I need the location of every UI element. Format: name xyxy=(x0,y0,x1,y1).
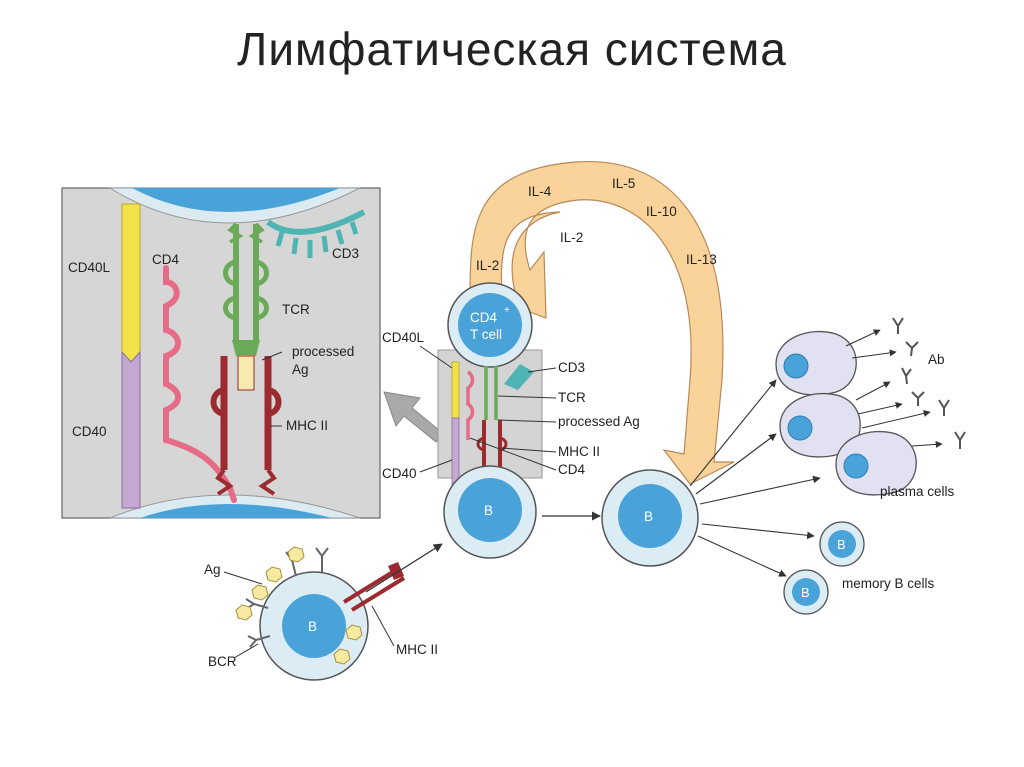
cytokine-il13: IL-13 xyxy=(686,252,717,267)
naive-b-label: B xyxy=(308,619,317,634)
plasma-cell xyxy=(775,330,857,396)
inset-cd40l-label: CD40L xyxy=(68,260,111,275)
mhc2-molecule xyxy=(210,355,282,496)
antibody-label: Ab xyxy=(928,352,945,367)
synapse-processed-ag-label: processed Ag xyxy=(558,414,640,429)
t-cell-cd4-label: CD4 xyxy=(470,310,497,325)
cytokine-il2-inner: IL-2 xyxy=(560,230,583,245)
t-cell-tcell-label: T cell xyxy=(470,327,502,342)
inset-ag-label: Ag xyxy=(292,362,309,377)
memory-cells-label: memory B cells xyxy=(842,576,935,591)
antibody-icons xyxy=(892,317,966,449)
synapse-group: CD4 + T cell B CD40L CD40 CD3 TCR proces… xyxy=(382,282,640,559)
plasma-cells-label: plasma cells xyxy=(880,484,955,499)
inset-panel: CD40L CD4 CD3 TCR processed Ag MHC II CD… xyxy=(61,187,381,519)
memory-b2-label: B xyxy=(801,585,810,600)
plasma-cells-group: Ab plasma cells xyxy=(775,317,966,499)
synapse-mhc2-label: MHC II xyxy=(558,444,600,459)
plasma-cell xyxy=(779,392,861,458)
synapse-cd3-label: CD3 xyxy=(558,360,585,375)
synapse-cd4-label: CD4 xyxy=(558,462,585,477)
t-cell-plus-label: + xyxy=(504,305,510,316)
inset-tcr-label: TCR xyxy=(282,302,310,317)
arrow-naive-to-synapse xyxy=(365,543,443,593)
activated-b-nucleus xyxy=(618,484,682,548)
naive-ag-label: Ag xyxy=(204,562,221,577)
inset-mhc2-label: MHC II xyxy=(286,418,328,433)
zoom-arrow xyxy=(383,391,445,443)
differentiation-arrows xyxy=(689,379,821,577)
cd40l-molecule xyxy=(121,203,141,363)
naive-b-nucleus xyxy=(282,594,346,658)
cd4-molecule xyxy=(163,265,237,503)
memory-b1-label: B xyxy=(837,537,846,552)
synapse-b-label: B xyxy=(484,503,493,518)
plasma-cell xyxy=(835,430,917,496)
naive-bcr-label: BCR xyxy=(208,654,237,669)
synapse-tcr-label: TCR xyxy=(558,390,586,405)
cytokine-il4: IL-4 xyxy=(528,184,552,199)
slide-title: Лимфатическая система xyxy=(237,23,787,75)
inset-cd3-label: CD3 xyxy=(332,246,359,261)
memory-b-nucleus xyxy=(792,578,820,606)
memory-b-cells-group: B B memory B cells xyxy=(783,521,935,615)
activated-b-label: B xyxy=(644,509,653,524)
synapse-cd40-label: CD40 xyxy=(382,466,417,481)
naive-b-cell-group: B Ag BCR MHC II xyxy=(204,546,438,681)
inset-processed-label: processed xyxy=(292,344,354,359)
cd3-molecule xyxy=(266,209,366,258)
t-cell-nucleus xyxy=(458,293,522,357)
synapse-b-nucleus xyxy=(458,478,522,542)
cd40-molecule xyxy=(121,350,141,509)
cytokine-arrow: IL-4 IL-5 IL-10 IL-2 IL-2 IL-13 xyxy=(469,160,735,485)
memory-b-nucleus xyxy=(828,530,856,558)
cytokine-il5: IL-5 xyxy=(612,176,635,191)
synapse-cd40l-label: CD40L xyxy=(382,330,425,345)
tcr-molecule xyxy=(223,222,269,356)
inset-cd40-label: CD40 xyxy=(72,424,107,439)
cytokine-il10: IL-10 xyxy=(646,204,677,219)
inset-cd4-label: CD4 xyxy=(152,252,179,267)
naive-mhc2-label: MHC II xyxy=(396,642,438,657)
cytokine-il2-outer: IL-2 xyxy=(476,258,499,273)
